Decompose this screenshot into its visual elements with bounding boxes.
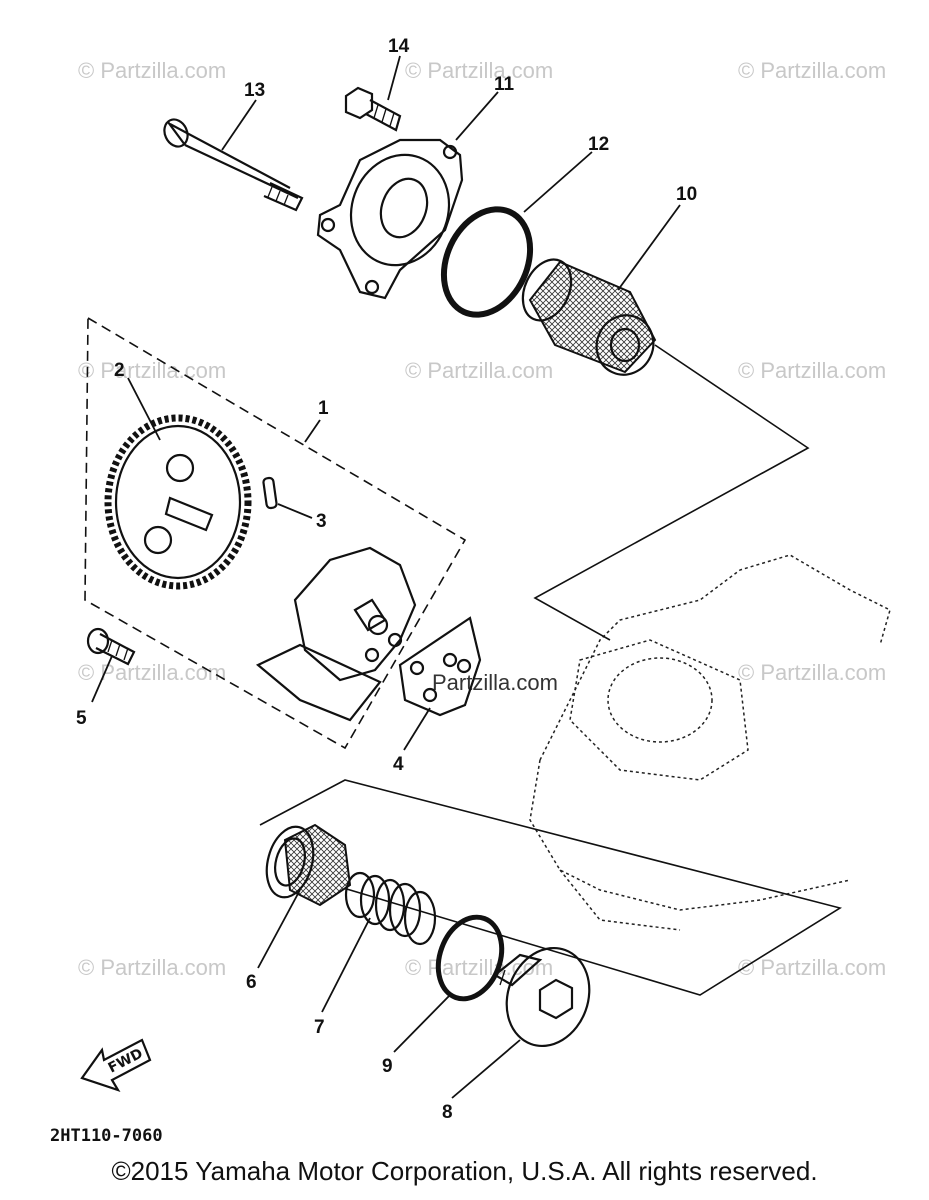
part-6-strainer [265,823,352,907]
fwd-arrow-icon: FWD [80,1038,152,1092]
watermark: © Partzilla.com [405,358,553,383]
part-9-o-ring [435,914,505,1002]
watermark: © Partzilla.com [78,955,226,980]
reference-line-strainer-box [259,779,843,996]
part-10-oil-filter [521,258,657,376]
part-8-drain-plug [493,946,591,1048]
part-14-short-bolt [344,86,402,132]
leader-lines [91,55,681,1099]
callout-6: 6 [246,972,257,993]
engine-crankcase-outline [529,554,891,931]
diagram-code: 2HT110-7060 [50,1126,163,1146]
watermark: © Partzilla.com [78,58,226,83]
callout-8: 8 [442,1102,453,1123]
callout-11: 11 [494,74,515,95]
part-2-gear [104,414,252,590]
part-12-o-ring [440,206,534,318]
callout-12: 12 [588,134,609,155]
watermark: © Partzilla.com [738,58,886,83]
part-3-dowel-pin [262,476,278,510]
watermark: © Partzilla.com [405,58,553,83]
watermarks: © Partzilla.com © Partzilla.com © Partzi… [78,58,886,980]
callout-3: 3 [316,511,327,532]
callout-13: 13 [244,80,265,101]
callout-4: 4 [393,754,404,775]
callouts: 1 2 3 4 5 6 7 8 9 10 11 12 13 14 [76,36,697,1123]
watermark: © Partzilla.com [738,660,886,685]
watermark: © Partzilla.com [405,955,553,980]
part-13-long-bolt [163,118,304,212]
copyright-notice: ©2015 Yamaha Motor Corporation, U.S.A. A… [111,1156,818,1186]
callout-9: 9 [382,1056,393,1077]
part-1-oil-pump [255,546,417,722]
watermark: © Partzilla.com [738,358,886,383]
watermark-center: Partzilla.com [432,670,558,695]
part-7-spring [344,871,437,946]
callout-14: 14 [388,36,410,57]
part-4-gasket [398,616,482,717]
watermark: © Partzilla.com [78,358,226,383]
group-box-part-1 [84,316,467,750]
watermark: © Partzilla.com [78,660,226,685]
callout-7: 7 [314,1017,325,1038]
callout-10: 10 [676,184,697,205]
reference-line-filter [533,344,810,641]
part-11-pump-cover [316,138,464,300]
callout-5: 5 [76,708,87,729]
callout-2: 2 [114,360,125,381]
watermark: © Partzilla.com [738,955,886,980]
callout-1: 1 [318,398,329,419]
